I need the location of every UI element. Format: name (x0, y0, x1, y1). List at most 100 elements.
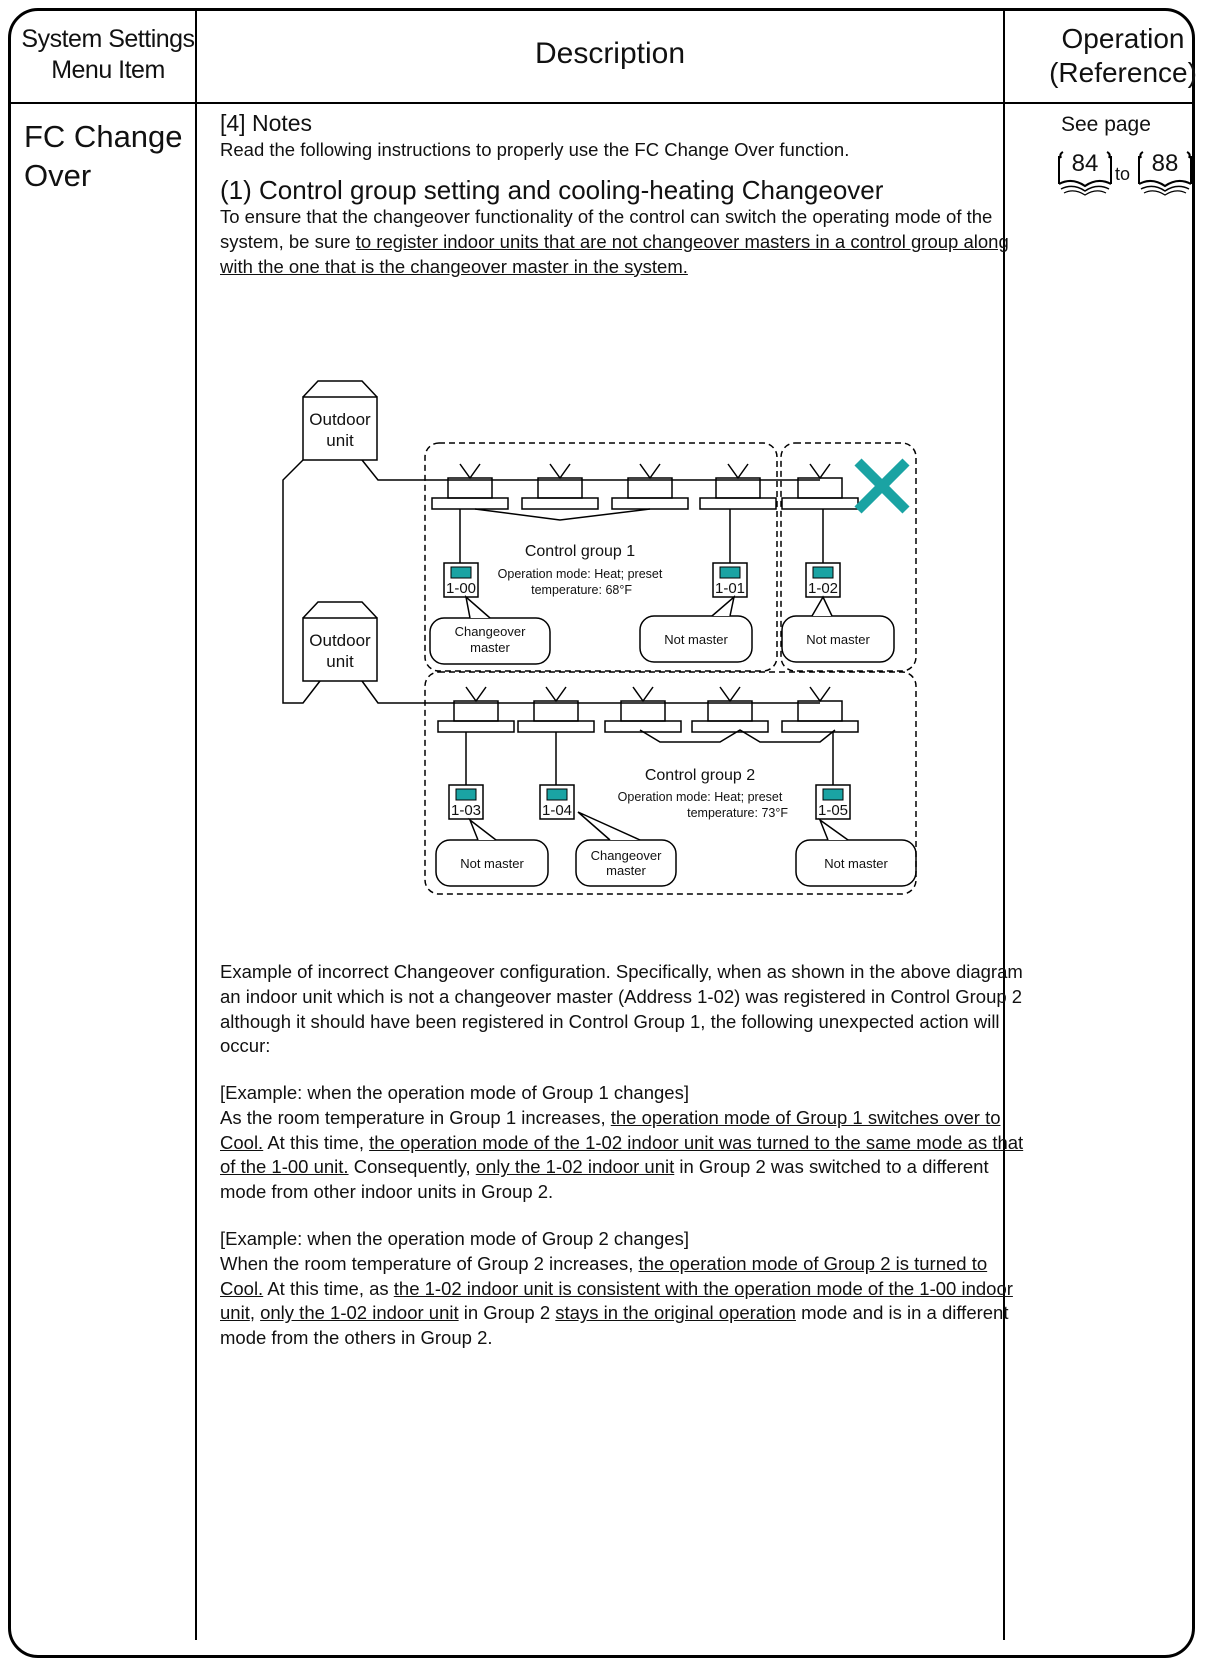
menu-item-line2: Over (24, 157, 92, 193)
book-icon (1058, 151, 1112, 196)
text: As the room temperature in Group 1 incre… (220, 1106, 611, 1128)
outdoor-unit-label: unit (326, 431, 354, 450)
menu-item-name: FC Change Over (24, 118, 183, 196)
control-group-1-boundary (424, 442, 778, 672)
description-section: [4] Notes Read the following instruction… (220, 110, 1020, 279)
callout-not-master-1-01 (639, 615, 753, 663)
text: At this time, as (263, 1277, 394, 1299)
unit-address: 1-04 (542, 802, 572, 819)
indoor-unit-icon (517, 686, 595, 733)
notes-title: [4] Notes (220, 110, 313, 136)
example-1-body: As the room temperature in Group 1 incre… (220, 1106, 1030, 1205)
text: At this time, (263, 1131, 370, 1153)
header-operation-line1: Operation (1061, 23, 1185, 54)
emphasis: only the 1-02 indoor unit (475, 1156, 675, 1178)
header-menu-line2: Menu Item (51, 55, 165, 84)
group2-mode-line2: temperature: 73°F (687, 806, 788, 820)
header-menu-item: System Settings Menu Item (14, 24, 202, 85)
remote-controller: 1-03 (448, 784, 484, 820)
outdoor-unit-label: Outdoor (309, 410, 371, 429)
control-group-2-boundary (424, 671, 917, 895)
indoor-unit-icon (611, 463, 689, 510)
indoor-unit-icon (437, 686, 515, 733)
column-divider-left (195, 8, 197, 1640)
text: mode and is in a different mode from the… (220, 1302, 1009, 1349)
text: , (249, 1302, 261, 1324)
group2-title: Control group 2 (645, 767, 755, 784)
indoor-unit-icon (431, 463, 509, 510)
header-menu-line1: System Settings (21, 25, 195, 53)
indoor-unit-icon (604, 686, 682, 733)
unit-address: 1-01 (715, 580, 745, 597)
header-operation: Operation (Reference) (1048, 22, 1198, 90)
remote-controller: 1-02 (805, 562, 841, 598)
book-icon-page-to[interactable]: 88 (1135, 148, 1195, 196)
group2-mode-line1: Operation mode: Heat; preset (618, 790, 783, 804)
emphasis: the operation mode of Group 2 is turned … (220, 1252, 988, 1299)
remote-controller: 1-05 (815, 784, 851, 820)
emphasis: stays in the original operation (555, 1302, 796, 1324)
header-divider (8, 102, 1195, 104)
example-intro: Example of incorrect Changeover configur… (220, 961, 1023, 1057)
outdoor-unit-label: Outdoor (309, 631, 371, 650)
group1-title: Control group 1 (525, 543, 635, 560)
changeover-diagram: Outdoor unit Outdoor unit 1-00 1-01 1-02 1-… (282, 380, 917, 895)
text: in Group 2 was switched to a different m… (220, 1156, 989, 1203)
page-references: 84 to 88 (1055, 148, 1195, 198)
example-1-title: [Example: when the operation mode of Gro… (220, 1082, 689, 1104)
callout-text: Changeover (591, 848, 662, 863)
unit-address: 1-05 (818, 802, 848, 819)
emphasis: the 1-02 indoor unit is consistent with … (220, 1277, 1013, 1324)
callout-text: Not master (460, 856, 524, 871)
remote-controller: 1-04 (539, 784, 575, 820)
callout-not-master-1-05 (795, 839, 917, 887)
column-divider-right (1003, 8, 1005, 1640)
refrigerant-pipe-loop (282, 459, 321, 704)
header-description: Description (534, 37, 686, 70)
header-operation-line2: (Reference) (1049, 57, 1197, 89)
example-section: Example of incorrect Changeover configur… (220, 960, 1030, 1351)
callout-text: Not master (664, 632, 728, 647)
group1-link-wire (474, 508, 651, 521)
control-group-paragraph: To ensure that the changeover functional… (220, 205, 1020, 279)
callout-text: Changeover (455, 624, 526, 639)
para1-text: To ensure that the changeover functional… (220, 205, 993, 252)
group1-mode-line1: Operation mode: Heat; preset (498, 567, 663, 581)
outdoor-unit-top (302, 380, 378, 461)
callout-not-master-1-02 (781, 615, 895, 663)
indoor-unit-icon (781, 463, 859, 510)
callout-text: Not master (824, 856, 888, 871)
group1-mode-line2: temperature: 68°F (531, 583, 632, 597)
group2-link-wire (639, 729, 836, 743)
text: When the room temperature of Group 2 inc… (220, 1252, 639, 1274)
see-page-label: See page (1061, 113, 1151, 136)
refrigerant-pipe-system-2 (361, 680, 820, 704)
indoor-unit-icon (521, 463, 599, 510)
remote-controller: 1-00 (443, 562, 479, 598)
cross-icon (854, 458, 910, 514)
indoor-unit-icon (691, 686, 769, 733)
example-2-title: [Example: when the operation mode of Gro… (220, 1228, 689, 1250)
book-icon (1138, 151, 1192, 196)
emphasis: the operation mode of the 1-02 indoor un… (220, 1131, 1024, 1178)
outdoor-unit-label: unit (326, 652, 354, 671)
text: in Group 2 (458, 1302, 556, 1324)
callout-text: master (470, 640, 510, 655)
incorrect-unit-boundary (780, 442, 917, 672)
book-icon-page-from[interactable]: 84 (1055, 148, 1115, 196)
remote-controller: 1-01 (712, 562, 748, 598)
example-2-body: When the room temperature of Group 2 inc… (220, 1252, 1030, 1351)
emphasis: the operation mode of Group 1 switches o… (220, 1106, 1001, 1153)
notes-intro: Read the following instructions to prope… (220, 138, 850, 160)
ref-to-label: to (1115, 164, 1131, 184)
unit-address: 1-03 (451, 802, 481, 819)
unit-address: 1-00 (446, 580, 476, 597)
menu-item-line1: FC Change (24, 119, 183, 154)
ref-page-from: 84 (1071, 150, 1099, 177)
section-subheading: (1) Control group setting and cooling-he… (220, 175, 884, 206)
callout-text: Not master (806, 632, 870, 647)
para1-emphasis: to register indoor units that are not ch… (220, 230, 1009, 277)
indoor-unit-icon (781, 686, 859, 733)
unit-address: 1-02 (808, 580, 838, 597)
outdoor-unit-bottom (302, 601, 378, 682)
